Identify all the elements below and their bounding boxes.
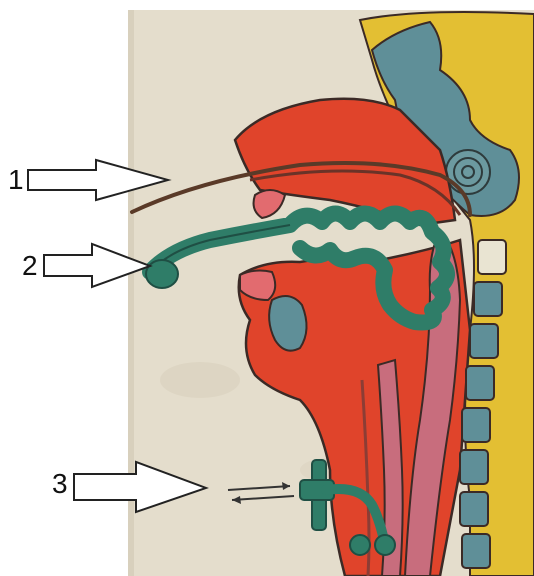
paper-stain <box>160 362 240 398</box>
green-tube-tip <box>146 260 178 288</box>
callout-label-2: 2 <box>22 252 38 280</box>
sinus-swirl <box>446 150 490 194</box>
callout-label-3: 3 <box>52 470 68 498</box>
callout-label-1: 1 <box>8 166 24 194</box>
